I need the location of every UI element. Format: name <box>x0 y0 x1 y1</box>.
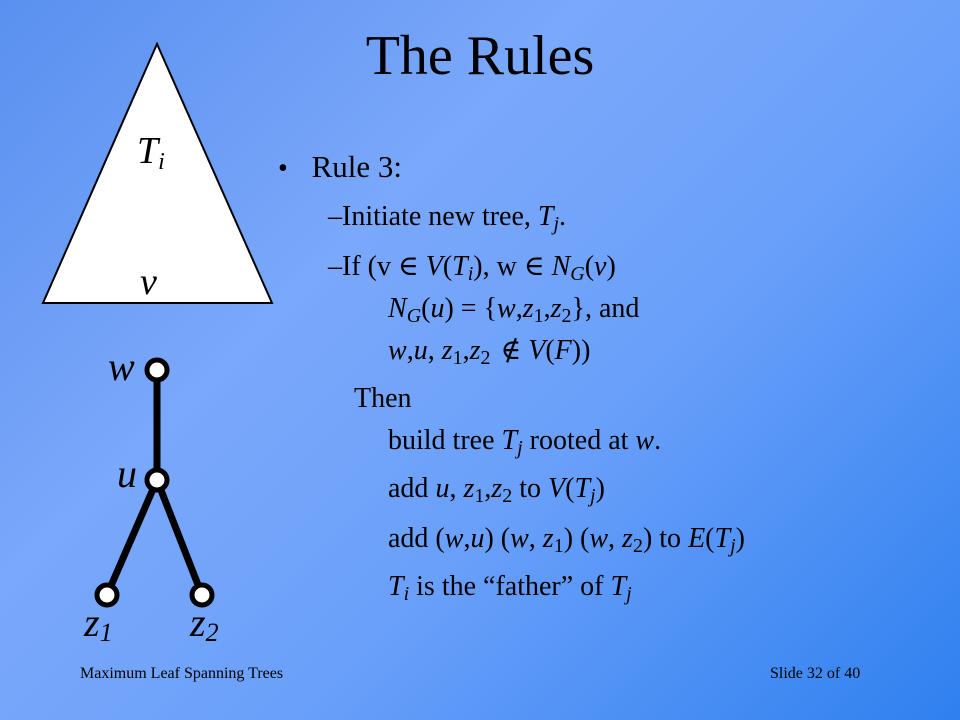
then-line4: Ti is the “father” of Tj <box>388 571 632 605</box>
node-z1-label: z1 <box>83 600 113 647</box>
node-z2-label: z2 <box>189 600 219 647</box>
edge-u-z2 <box>153 478 206 597</box>
footer-title: Maximum Leaf Spanning Trees <box>80 665 284 682</box>
point-initiate-text: Initiate new tree, Tj. <box>342 201 567 235</box>
point-if-text: If (v ∈ V(Ti), w ∈ NG(v) <box>342 251 616 285</box>
point-if-line1: –If (v ∈ V(Ti), w ∈ NG(v) <box>328 248 616 286</box>
footer-slide-number: Slide 32 of 40 <box>770 665 861 682</box>
point-if-line2: NG(u) = {w,z1,z2}, and <box>388 293 640 327</box>
tree-triangle <box>41 41 274 304</box>
node-z2 <box>189 582 215 608</box>
tree-label: Ti <box>137 130 165 175</box>
edge-u-z1 <box>103 478 161 597</box>
node-w-label: w <box>108 344 135 389</box>
dash: – <box>328 251 342 282</box>
then-line1: build tree Tj rooted at w. <box>388 425 662 459</box>
node-u <box>144 467 170 493</box>
slide-title: The Rules <box>365 25 595 87</box>
point-if-line3: w,u, z1,z2∉ V(F)) <box>388 335 591 369</box>
dash: – <box>328 201 342 232</box>
point-initiate: –Initiate new tree, Tj. <box>328 198 566 236</box>
then-line3: add (w,u) (w, z1) (w, z2) to E(Tj) <box>388 523 745 557</box>
node-w <box>144 357 170 383</box>
then-line2: add u, z1,z2 to V(Tj) <box>388 473 605 507</box>
root-label: v <box>140 261 157 303</box>
bullet-text: Rule 3: <box>311 149 402 184</box>
node-u-label: u <box>117 451 137 496</box>
bullet-rule: • Rule 3: <box>278 148 402 188</box>
node-z1 <box>94 582 120 608</box>
bullet-dot: • <box>278 153 288 184</box>
then-label: Then <box>354 383 412 414</box>
